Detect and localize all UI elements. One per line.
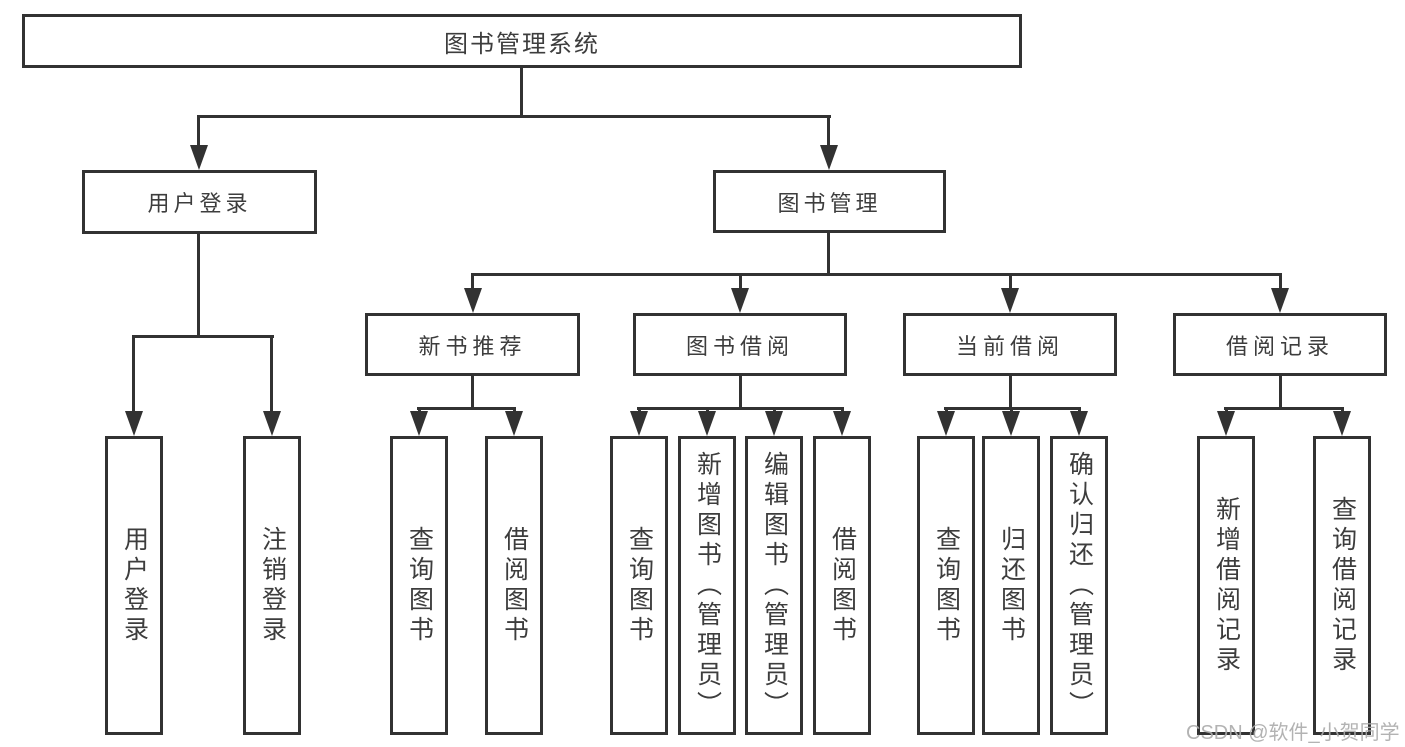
leaf-label: 新增借阅记录 [1212,495,1241,676]
arrow-down-icon [698,411,716,436]
node-current-borrow: 当前借阅 [903,313,1117,376]
arrow-down-icon [765,411,783,436]
node-label: 图书借阅 [685,333,794,359]
leaf-label: 注销登录 [258,525,287,646]
leaf-query-books-current: 查询图书 [917,436,975,735]
node-label: 新书推荐 [418,333,527,359]
leaf-add-borrow-record: 新增借阅记录 [1197,436,1255,735]
arrow-down-icon [1070,411,1088,436]
leaf-return-books: 归还图书 [982,436,1040,735]
leaf-label: 查询借阅记录 [1328,495,1357,676]
connector-line [197,115,831,118]
arrow-down-icon [1271,288,1289,313]
arrow-down-icon [820,145,838,170]
leaf-confirm-return-admin: 确认归还（管理员） [1050,436,1108,735]
connector-line [1009,374,1012,410]
leaf-label: 归还图书 [997,525,1026,646]
connector-line [827,115,830,148]
connector-line [827,232,830,276]
connector-line [132,335,135,415]
node-book-borrow: 图书借阅 [633,313,847,376]
connector-line [1224,407,1344,410]
arrow-down-icon [1002,411,1020,436]
leaf-query-books-borrow: 查询图书 [610,436,668,735]
node-label: 用户登录 [147,191,252,216]
connector-line [270,335,273,415]
node-label: 借阅记录 [1225,333,1334,359]
connector-line [197,115,200,148]
connector-line [417,407,516,410]
leaf-edit-book-admin: 编辑图书（管理员） [745,436,803,735]
node-user-login: 用户登录 [82,170,317,234]
connector-line [132,335,274,338]
node-book-management: 图书管理 [713,170,946,233]
node-label: 图书管理 [777,190,882,216]
arrow-down-icon [464,288,482,313]
arrow-down-icon [731,288,749,313]
arrow-down-icon [937,411,955,436]
leaf-label: 查询图书 [625,525,654,646]
arrow-down-icon [505,411,523,436]
leaf-label: 查询图书 [405,525,434,646]
leaf-label: 用户登录 [120,525,149,646]
arrow-down-icon [263,411,281,436]
connector-line [197,232,200,338]
connector-line [739,374,742,410]
connector-line [739,273,742,292]
node-root-library-system: 图书管理系统 [22,14,1022,68]
node-label: 当前借阅 [955,333,1064,359]
leaf-borrow-books-recommend: 借阅图书 [485,436,543,735]
arrow-down-icon [125,411,143,436]
connector-line [471,273,474,292]
leaf-add-book-admin: 新增图书（管理员） [678,436,736,735]
arrow-down-icon [1333,411,1351,436]
leaf-label: 查询图书 [932,525,961,646]
leaf-borrow-books: 借阅图书 [813,436,871,735]
leaf-label: 确认归还（管理员） [1065,450,1094,721]
connector-line [637,407,844,410]
leaf-label: 新增图书（管理员） [693,450,722,721]
arrow-down-icon [1217,411,1235,436]
connector-line [1279,374,1282,410]
node-new-book-recommend: 新书推荐 [365,313,580,376]
arrow-down-icon [833,411,851,436]
leaf-label: 借阅图书 [500,525,529,646]
leaf-query-borrow-record: 查询借阅记录 [1313,436,1371,735]
leaf-user-login: 用户登录 [105,436,163,735]
connector-line [520,66,523,118]
connector-line [1009,273,1012,292]
leaf-label: 借阅图书 [828,525,857,646]
arrow-down-icon [410,411,428,436]
connector-line [471,374,474,410]
arrow-down-icon [1001,288,1019,313]
leaf-label: 编辑图书（管理员） [760,450,789,721]
leaf-query-books-recommend: 查询图书 [390,436,448,735]
node-borrow-records: 借阅记录 [1173,313,1387,376]
connector-line [471,273,1282,276]
arrow-down-icon [630,411,648,436]
leaf-logout: 注销登录 [243,436,301,735]
node-label: 图书管理系统 [444,30,600,58]
arrow-down-icon [190,145,208,170]
connector-line [1279,273,1282,292]
watermark: CSDN @软件_小贺同学 [1186,722,1400,744]
